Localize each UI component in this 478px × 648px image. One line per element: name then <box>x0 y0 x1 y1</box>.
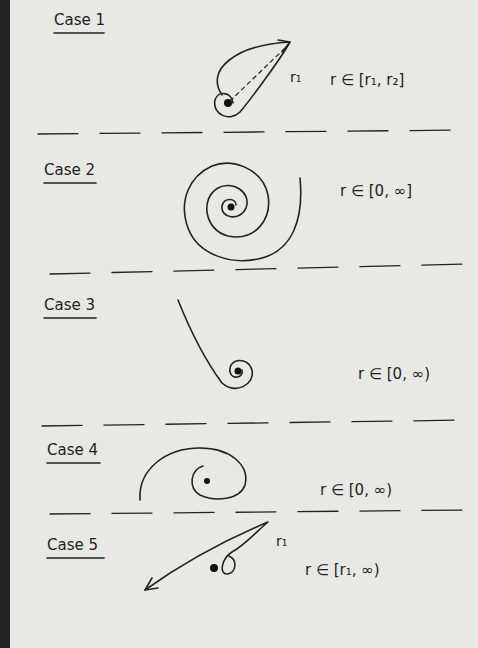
case-heading: Case 1 <box>54 12 105 29</box>
arrow-head <box>278 40 290 52</box>
heading-underline <box>54 32 104 34</box>
case-heading: Case 3 <box>44 297 95 314</box>
central-body <box>228 204 235 211</box>
central-body <box>204 478 210 484</box>
orbit-curve <box>140 448 246 500</box>
case-heading: Case 4 <box>47 442 98 459</box>
arrow-head <box>145 578 158 590</box>
range-label: r ∈ [0, ∞] <box>340 183 412 200</box>
paper-edge <box>0 0 10 648</box>
orbit-curve <box>215 42 290 117</box>
central-body <box>224 99 232 107</box>
separator <box>50 264 470 274</box>
separator <box>50 510 470 514</box>
range-label: r ∈ [0, ∞) <box>358 366 430 383</box>
orbit-curve <box>145 522 268 590</box>
central-body <box>210 564 218 572</box>
heading-underline <box>44 182 96 184</box>
radius-label: r₁ <box>276 534 287 549</box>
heading-underline <box>47 462 100 464</box>
case-heading: Case 2 <box>44 162 95 179</box>
range-label: r ∈ [0, ∞) <box>320 482 392 499</box>
orbit-curve <box>178 300 252 388</box>
range-label: r ∈ [r₁, ∞) <box>305 562 380 579</box>
separator <box>42 420 470 426</box>
orbit-curve <box>184 163 300 260</box>
radius-label: r₁ <box>290 70 301 85</box>
radius-line <box>230 49 284 101</box>
heading-underline <box>47 557 104 559</box>
heading-underline <box>44 317 96 319</box>
separator <box>38 130 470 134</box>
case-heading: Case 5 <box>47 537 98 554</box>
range-label: r ∈ [r₁, r₂] <box>330 72 404 89</box>
central-body <box>235 368 242 375</box>
